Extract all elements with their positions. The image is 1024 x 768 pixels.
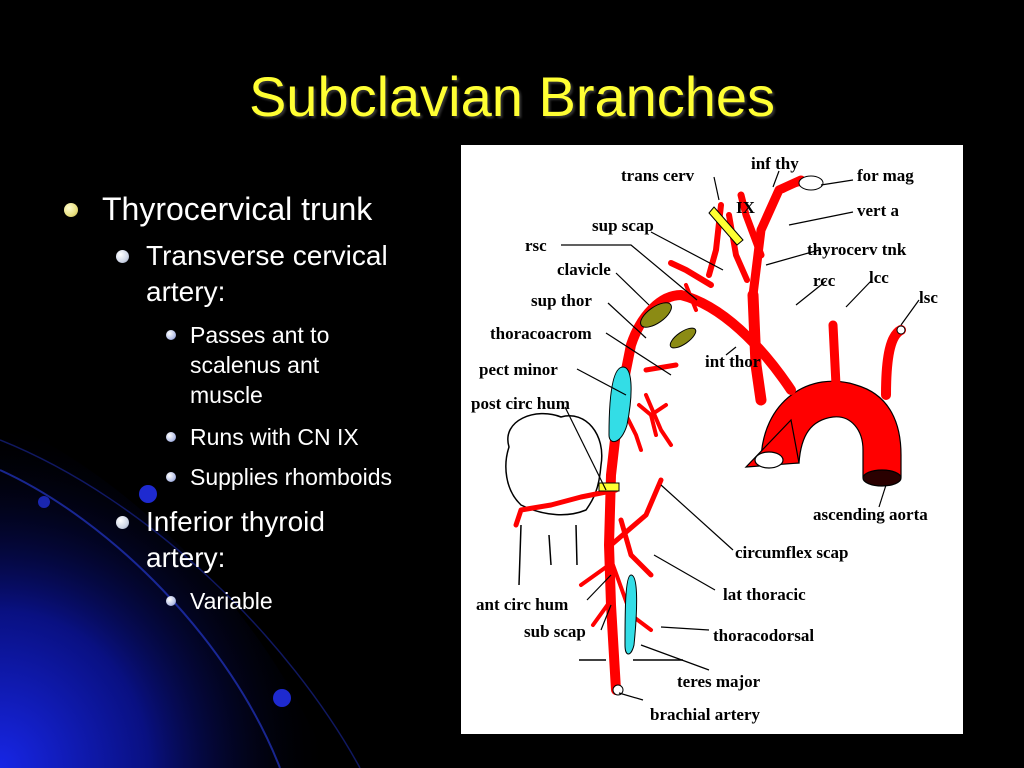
bullet-l1: Thyrocervical trunk [60,188,450,230]
label-teres-major: teres major [677,672,761,691]
label-thoracodorsal: thoracodorsal [713,626,814,645]
humerus-outline [505,412,603,516]
pect-minor-muscle [608,366,632,443]
label-for-mag: for mag [857,166,914,185]
label-inf-thy: inf thy [751,154,799,173]
label-ascending-aorta: ascending aorta [813,505,928,524]
bullet-text: Inferior thyroid [146,506,325,537]
bullet-text: Supplies rhomboids [190,464,393,490]
brachial-opening [612,684,624,696]
label-thoracoacrom: thoracoacrom [490,324,592,343]
bullet-text: Variable [190,588,273,614]
bullet-text: artery: [146,542,226,573]
slide-title: Subclavian Branches [248,65,776,128]
label-trans-cerv: trans cerv [621,166,695,185]
artery-diagram: trans cerv inf thy for mag IX sup scap v… [461,145,963,734]
bullet-l3-supplies: Supplies rhomboids [60,462,450,492]
diagram-labels: trans cerv inf thy for mag IX sup scap v… [471,154,938,724]
bullet-text: Runs with CN IX [190,424,359,450]
label-ant-circ-hum: ant circ hum [476,595,568,614]
label-lat-thoracic: lat thoracic [723,585,806,604]
bullet-dot-icon [116,250,129,263]
bullet-text: Thyrocervical trunk [102,191,373,227]
teres-major-muscle [624,574,638,655]
bullet-text: artery: [146,276,226,307]
for-mag-opening [798,175,824,191]
cn-ix-nerve [708,206,744,246]
label-vert-a: vert a [857,201,900,220]
post-circ-nerve [598,482,620,492]
label-sup-thor: sup thor [531,291,592,310]
humerus-shaft [518,524,578,586]
bullet-text: Passes ant to [190,322,330,348]
label-post-circ-hum: post circ hum [471,394,570,413]
label-sup-scap: sup scap [592,216,654,235]
label-int-thor: int thor [705,352,761,371]
label-lsc: lsc [919,288,938,307]
bullet-list: Thyrocervical trunk Transverse cervical … [60,188,450,616]
bullet-dot-icon [116,516,129,529]
label-circumflex-scap: circumflex scap [735,543,848,562]
clavicle-muscle-upper [640,302,672,328]
label-ix: IX [736,198,756,217]
label-rcc: rcc [813,271,836,290]
bullet-dot-icon [64,203,78,217]
bullet-text: Transverse cervical [146,240,388,271]
bullet-dot-icon [166,596,176,606]
bullet-dot-icon [166,432,176,442]
label-brachial-artery: brachial artery [650,705,760,724]
leader-lines [561,170,920,701]
label-thyrocerv-tnk: thyrocerv tnk [807,240,907,259]
bullet-l2-inferior-thyroid: Inferior thyroid artery: [60,504,450,576]
artery-diagram-svg: trans cerv inf thy for mag IX sup scap v… [471,154,938,724]
clavicle-muscle-lower [669,327,697,349]
lsc-opening [896,325,906,335]
bullet-dot-icon [166,330,176,340]
aortic-arch [744,380,902,487]
label-clavicle: clavicle [557,260,611,279]
label-rsc: rsc [525,236,547,255]
bullet-text: scalenus ant [190,352,320,378]
bullet-dot-icon [166,472,176,482]
bullet-l2-transverse-cervical: Transverse cervical artery: [60,238,450,310]
bullet-l3-runs-with: Runs with CN IX [60,422,450,452]
bullet-l3-passes: Passes ant to scalenus ant muscle [60,320,450,410]
label-lcc: lcc [869,268,889,287]
label-pect-minor: pect minor [479,360,558,379]
label-sub-scap: sub scap [524,622,586,641]
bullet-l3-variable: Variable [60,586,450,616]
bullet-text: muscle [190,382,263,408]
